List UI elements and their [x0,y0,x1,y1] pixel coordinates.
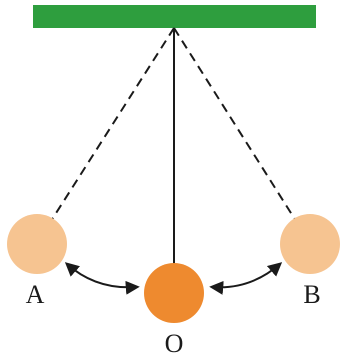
label-o: O [165,329,184,358]
support-bar [33,5,316,28]
swing-arrow-left [64,262,140,295]
label-a: A [26,280,45,309]
bob-right [280,214,340,274]
bob-left [7,214,67,274]
dashed-string-right [173,27,297,222]
swing-arrow-right [209,262,283,295]
bob-center [144,263,204,323]
label-b: B [303,280,320,309]
dashed-string-left [50,27,175,222]
